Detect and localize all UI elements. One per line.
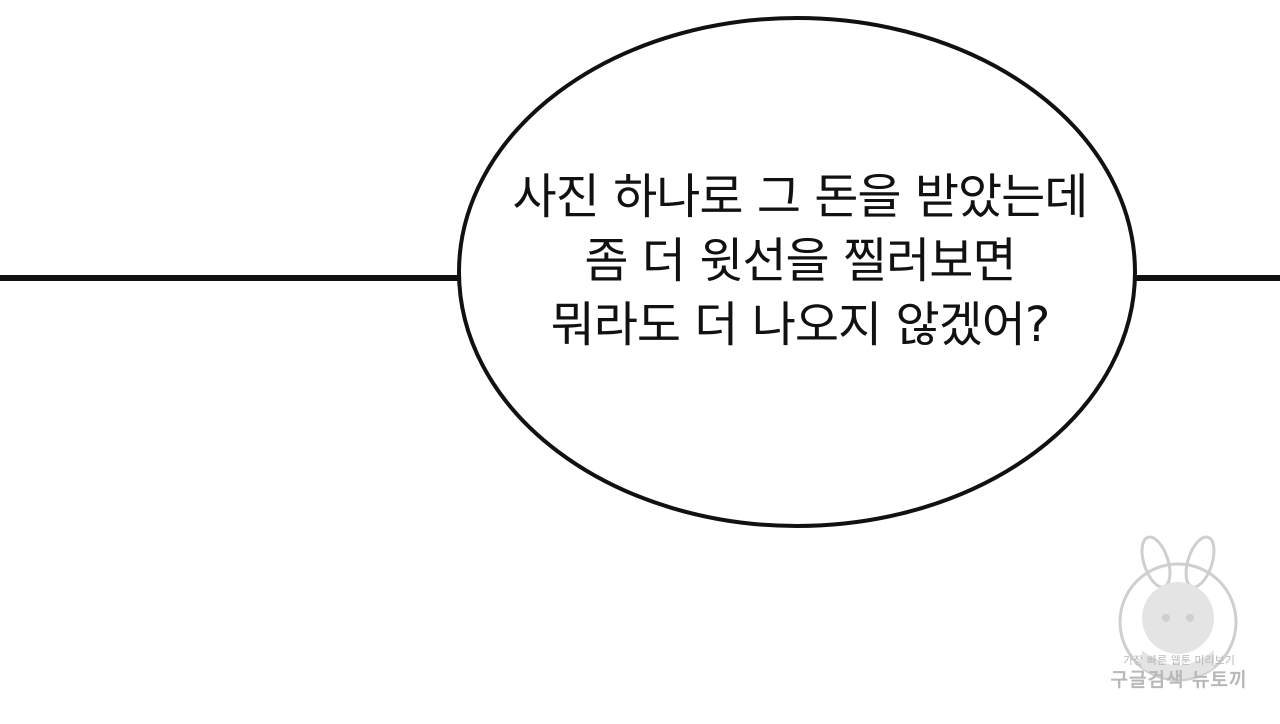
- watermark-line-1: 가장 빠른 웹툰 미리보기: [1123, 654, 1235, 667]
- speech-line-2: 좀 더 윗선을 찔러보면: [584, 233, 1016, 289]
- watermark-bunny-logo: [1118, 535, 1238, 682]
- speech-line-1: 사진 하나로 그 돈을 받았는데: [512, 169, 1089, 225]
- speech-bubble-text: 사진 하나로 그 돈을 받았는데 좀 더 윗선을 찔러보면 뭐라도 더 나오지 …: [470, 165, 1130, 357]
- speech-line-3: 뭐라도 더 나오지 않겠어?: [550, 297, 1051, 353]
- watermark-line-2: 구글검색 뉴토끼: [1110, 669, 1248, 691]
- watermark-text: 가장 빠른 웹툰 미리보기 구글검색 뉴토끼: [1094, 654, 1264, 692]
- speech-bubble: [457, 16, 1137, 528]
